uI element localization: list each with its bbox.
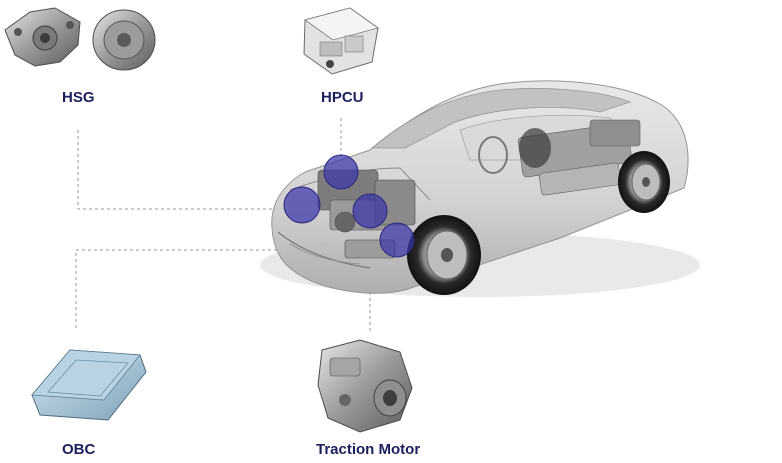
car-cutaway-icon	[260, 80, 700, 297]
highlight-circle-traction-motor	[379, 222, 415, 258]
traction-motor-housing-icon	[317, 339, 413, 433]
highlight-circles	[283, 154, 415, 258]
obc-charger-icon	[31, 349, 147, 421]
rear-wheel	[618, 151, 670, 213]
hpcu-inverter-icon	[303, 7, 379, 75]
hsg-housing-icon	[4, 7, 81, 67]
hsg-pulley-icon	[92, 9, 156, 71]
label-hsg: HSG	[62, 89, 95, 106]
highlight-circle-center	[352, 193, 388, 229]
label-traction-motor: Traction Motor	[316, 441, 421, 458]
highlight-circle-hpcu	[323, 154, 359, 190]
label-obc: OBC	[62, 441, 96, 458]
front-wheel	[407, 215, 481, 295]
highlight-circle-hsg	[283, 186, 321, 224]
leader-line-obc	[75, 249, 300, 328]
leader-line-hsg	[77, 130, 290, 210]
label-hpcu: HPCU	[321, 89, 364, 106]
